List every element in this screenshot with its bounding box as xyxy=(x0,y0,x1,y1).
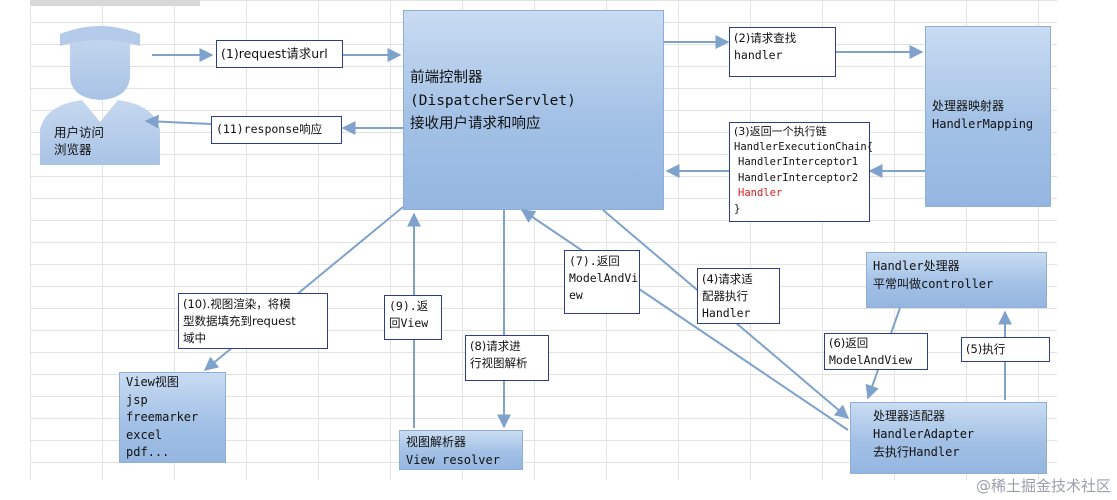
user-browser-label: 用户访问 浏览器 xyxy=(54,125,105,157)
handler-adapter-box: 处理器适配器 HandlerAdapter 去执行Handler xyxy=(850,402,1047,474)
step-10-label: (10).视图渲染，将模 型数据填充到request 域中 xyxy=(178,293,328,349)
step-8-label: (8)请求进 行视图解析 xyxy=(465,335,549,381)
step-5-label: (5)执行 xyxy=(961,337,1050,362)
step-4-label: (4)请求适 配器执行 Handler xyxy=(697,268,780,324)
step-11-label: (11)response响应 xyxy=(211,116,342,144)
view-resolver-box: 视图解析器 View resolver xyxy=(399,430,523,470)
step-2-label: (2)请求查找 handler xyxy=(729,27,836,77)
dispatcher-servlet-box: 前端控制器 (DispatcherServlet) 接收用户请求和响应 xyxy=(403,10,664,210)
step-9-label: (9).返 回View xyxy=(384,295,442,340)
step-7-label: (7).返回 ModelAndVi ew xyxy=(564,250,640,314)
step-3-label: (3)返回一个执行链 HandlerExecutionChain{ Handle… xyxy=(729,122,873,222)
handler-mapping-box: 处理器映射器 HandlerMapping xyxy=(925,26,1051,207)
step-1-label: (1)request请求url xyxy=(216,40,343,68)
step-6-label: (6)返回 ModelAndView xyxy=(824,333,928,370)
handler-processor-box: Handler处理器 平常叫做controller xyxy=(866,252,1047,308)
watermark: @稀土掘金技术社区 xyxy=(975,477,1111,495)
top-title-fragment xyxy=(30,0,200,6)
arrow-adapter-to-dispatcher xyxy=(520,209,849,431)
arrow-s11-to-user xyxy=(144,114,212,129)
view-box: View视图 jsp freemarker excel pdf... xyxy=(119,372,226,463)
